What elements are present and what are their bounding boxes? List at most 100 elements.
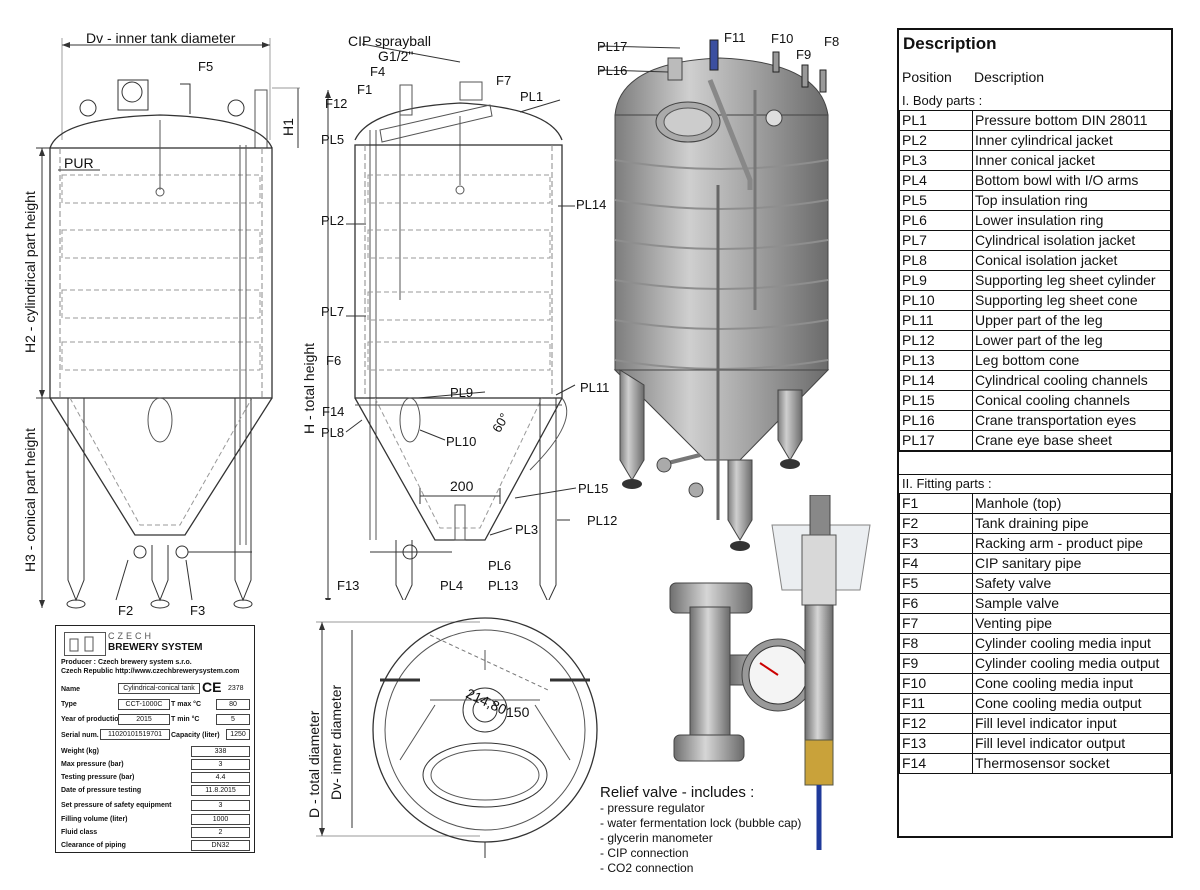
label-f5: F5 <box>198 59 214 74</box>
capacity-label: Capacity (liter) <box>171 732 220 739</box>
type-label: Type <box>61 701 77 708</box>
part-description: Supporting leg sheet cylinder <box>972 270 1171 291</box>
h3-dimension-label: H3 - conical part height <box>22 428 38 572</box>
name-label: Name <box>61 686 81 693</box>
part-description: Bottom bowl with I/O arms <box>972 170 1171 191</box>
part-code: PL16 <box>899 410 973 431</box>
plate-row-value: 1000 <box>191 814 250 825</box>
relief-valve-notes: Relief valve - includes : - pressure reg… <box>600 784 801 876</box>
part-description: Cylindrical isolation jacket <box>972 230 1171 251</box>
left-tank-drawing <box>36 38 300 609</box>
label-pl1: PL1 <box>520 89 544 104</box>
cip-sprayball-label: CIP sprayball <box>348 33 432 49</box>
part-description: Racking arm - product pipe <box>972 533 1171 554</box>
part-description: Tank draining pipe <box>972 513 1171 534</box>
relief-valve-render <box>669 495 871 850</box>
part-code: PL5 <box>899 190 973 211</box>
label-f2: F2 <box>118 603 134 618</box>
part-code: PL12 <box>899 330 973 351</box>
part-description: Upper part of the leg <box>972 310 1171 331</box>
label-pl11: PL11 <box>580 380 610 395</box>
label-f1: F1 <box>357 82 373 97</box>
part-description: Inner cylindrical jacket <box>972 130 1171 151</box>
part-code: F13 <box>899 733 973 754</box>
capacity-value: 1250 <box>226 729 250 740</box>
label-f8: F8 <box>824 34 840 49</box>
h1-dimension-label: H1 <box>280 118 296 136</box>
part-code: F12 <box>899 713 973 734</box>
producer-text: Producer : Czech brewery system s.r.o. <box>61 659 192 666</box>
part-description: Crane transportation eyes <box>972 410 1171 431</box>
brewery-logo-icon <box>64 632 106 656</box>
part-code: PL15 <box>899 390 973 411</box>
part-description: Lower part of the leg <box>972 330 1171 351</box>
part-code: F5 <box>899 573 973 594</box>
dim-150-label: 150 <box>506 704 530 720</box>
tank-3d-render <box>600 39 830 551</box>
label-f7: F7 <box>496 73 512 88</box>
part-description: Cone cooling media input <box>972 673 1171 694</box>
part-description: Fill level indicator output <box>972 733 1171 754</box>
part-code: PL4 <box>899 170 973 191</box>
type-value: CCT-1000C <box>118 699 170 710</box>
dv-dimension-label: Dv - inner tank diameter <box>86 30 236 46</box>
part-description: Fill level indicator input <box>972 713 1171 734</box>
label-f4: F4 <box>370 64 386 79</box>
tank-nameplate: CZECH BREWERY SYSTEM Producer : Czech br… <box>55 625 255 853</box>
label-pl5: PL5 <box>321 132 345 147</box>
part-code: PL11 <box>899 310 973 331</box>
ce-number: 2378 <box>228 685 244 692</box>
cip-size-label: G1/2" <box>378 48 414 64</box>
part-code: F10 <box>899 673 973 694</box>
part-description: Supporting leg sheet cone <box>972 290 1171 311</box>
part-code: F4 <box>899 553 973 574</box>
part-code: F1 <box>899 493 973 514</box>
part-description: Safety valve <box>972 573 1171 594</box>
label-pl2: PL2 <box>321 213 345 228</box>
description-header: Position Description <box>899 62 1171 92</box>
part-code: F7 <box>899 613 973 634</box>
part-description: Conical cooling channels <box>972 390 1171 411</box>
ce-mark: CE <box>202 679 222 695</box>
part-description: Cylindrical cooling channels <box>972 370 1171 391</box>
relief-item: - CIP connection <box>600 846 689 860</box>
plate-row-label: Clearance of piping <box>61 842 126 849</box>
section-tank-drawing <box>325 43 577 600</box>
h-total-height-label: H - total height <box>301 342 317 434</box>
name-value: Cylindrical-conical tank <box>118 683 200 694</box>
tmax-value: 80 <box>216 699 250 710</box>
part-description: Conical isolation jacket <box>972 250 1171 271</box>
d-total-diameter-label: D - total diameter <box>306 710 322 818</box>
plate-row-value: 11.8.2015 <box>191 785 250 796</box>
part-description: Inner conical jacket <box>972 150 1171 171</box>
part-code: PL10 <box>899 290 973 311</box>
part-description: Venting pipe <box>972 613 1171 634</box>
label-pl17: PL17 <box>597 39 628 54</box>
plate-row-label: Filling volume (liter) <box>61 816 128 823</box>
label-pl14: PL14 <box>576 197 607 212</box>
part-description: Thermosensor socket <box>972 753 1171 774</box>
part-code: PL13 <box>899 350 973 371</box>
label-pl15: PL15 <box>578 481 609 496</box>
part-description: Top insulation ring <box>972 190 1171 211</box>
part-description: Cone cooling media output <box>972 693 1171 714</box>
label-pl16: PL16 <box>597 63 628 78</box>
